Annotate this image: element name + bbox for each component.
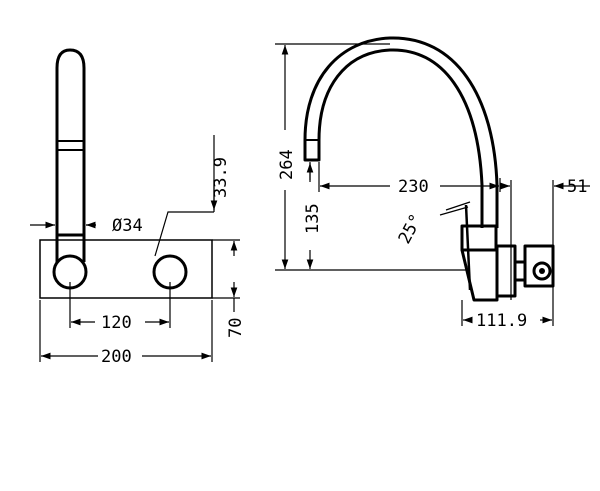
plate-height-label: 70 (226, 318, 246, 338)
body-depth-dimension: 111.9 (461, 286, 554, 331)
spout-reach-label: 230 (398, 177, 429, 197)
front-view: Ø34 33.9 120 200 (30, 48, 246, 367)
overall-height-label: 264 (277, 149, 297, 180)
outlet-height-label: 135 (303, 203, 323, 234)
plate-width-dimension: 200 (39, 300, 213, 367)
plate-width-label: 200 (101, 347, 132, 367)
wall-projection-dimension: 51 (500, 177, 590, 300)
outlet-height-dimension: 135 (303, 162, 323, 269)
plate-height-dimension: 70 (212, 239, 246, 338)
diameter-dimension: Ø34 (30, 216, 143, 236)
handle-offset-label: 33.9 (211, 157, 231, 198)
handle-spacing-dimension: 120 (69, 282, 171, 333)
tilt-angle-label: 25° (395, 211, 427, 248)
handle-offset-dimension: 33.9 (154, 135, 231, 257)
diameter-label: Ø34 (112, 216, 143, 236)
overall-height-dimension: 264 (275, 43, 470, 271)
handle-spacing-label: 120 (101, 313, 132, 333)
mixer-body (460, 204, 555, 302)
side-view: 264 230 51 135 25° (275, 36, 590, 331)
spout-reach-dimension: 230 (318, 162, 501, 197)
tilt-angle-dimension: 25° (395, 201, 471, 248)
wall-projection-label: 51 (567, 177, 587, 197)
spout-body (55, 235, 86, 262)
spout-tube (55, 48, 86, 237)
gooseneck-spout (303, 36, 499, 228)
body-depth-label: 111.9 (476, 311, 527, 331)
